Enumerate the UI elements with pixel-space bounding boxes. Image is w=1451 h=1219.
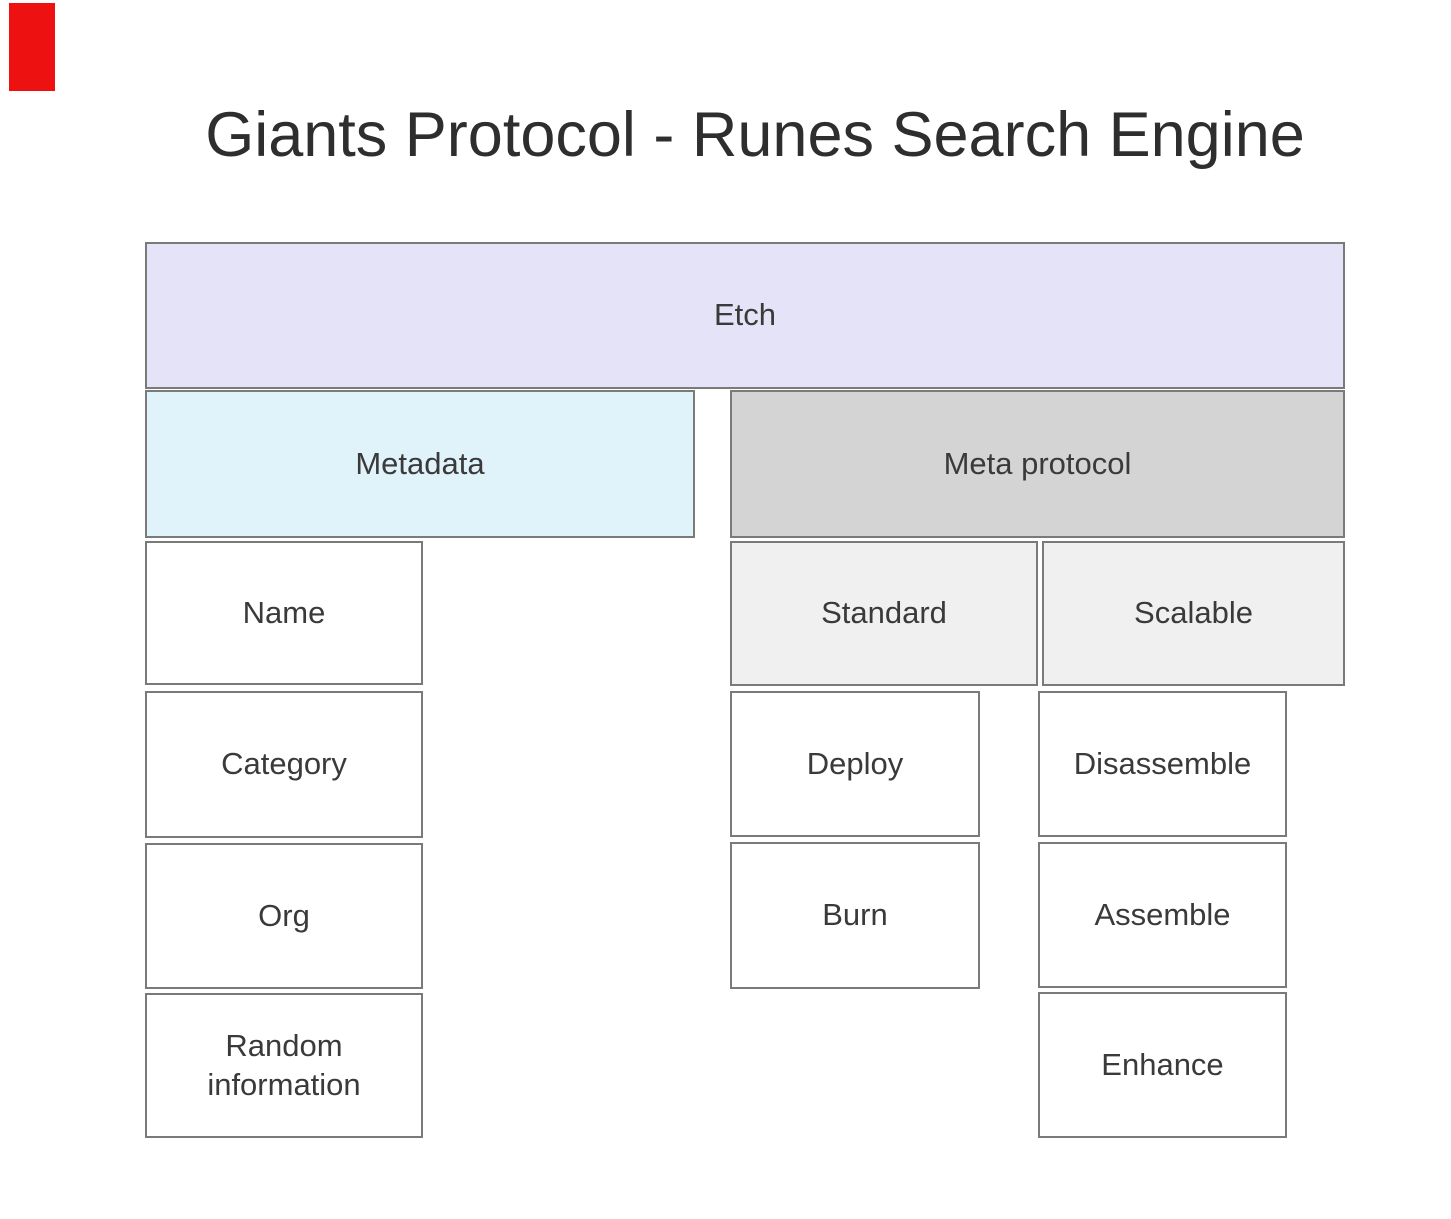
node-category: Category — [145, 691, 423, 838]
node-meta-protocol: Meta protocol — [730, 390, 1345, 538]
node-standard: Standard — [730, 541, 1038, 686]
node-assemble: Assemble — [1038, 842, 1287, 988]
red-marker — [9, 3, 55, 91]
node-random-information: Random information — [145, 993, 423, 1138]
node-org: Org — [145, 843, 423, 989]
page-title: Giants Protocol - Runes Search Engine — [205, 100, 1305, 170]
node-name: Name — [145, 541, 423, 685]
node-etch: Etch — [145, 242, 1345, 389]
node-metadata: Metadata — [145, 390, 695, 538]
node-burn: Burn — [730, 842, 980, 989]
node-enhance: Enhance — [1038, 992, 1287, 1138]
node-scalable: Scalable — [1042, 541, 1345, 686]
node-disassemble: Disassemble — [1038, 691, 1287, 837]
node-deploy: Deploy — [730, 691, 980, 837]
